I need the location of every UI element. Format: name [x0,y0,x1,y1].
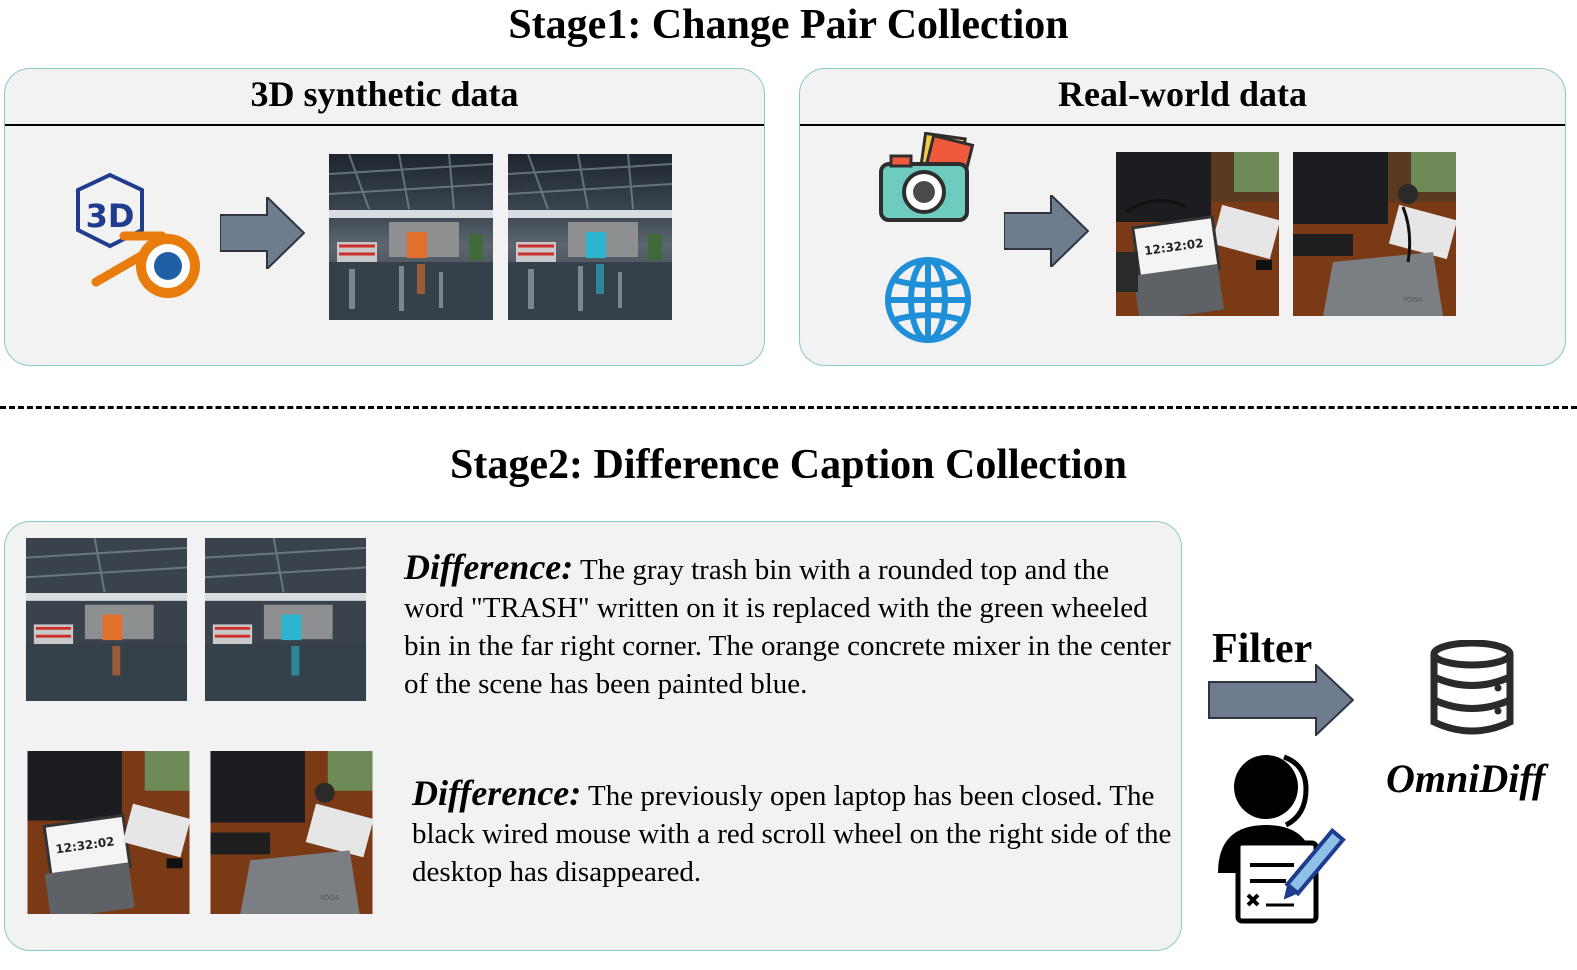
blender-3d-icon: 3D [66,170,206,305]
camera-photos-icon [877,132,977,224]
filter-label: Filter [1212,626,1313,672]
difference-label: Difference: [412,773,582,813]
difference-text: The gray trash bin with a rounded top an… [404,554,1171,700]
desk-after-image: YOGA [1293,152,1456,316]
laptop-brand-text: YOGA [319,894,340,902]
warehouse-before-image [25,538,188,701]
difference-caption-1: Difference: The gray trash bin with a ro… [404,548,1174,703]
human-reviewer-icon [1214,745,1349,925]
database-icon [1428,640,1516,736]
desk-before-image: 12:32:02 [1116,152,1279,316]
stage2-title: Stage2: Difference Caption Collection [450,442,1127,488]
stage-divider [0,406,1577,409]
warehouse-after-image [204,538,367,701]
omnidiff-label: OmniDiff [1386,756,1546,801]
blender-3d-badge-text: 3D [86,197,135,235]
difference-label: Difference: [404,547,574,587]
arrow-right-icon [1003,192,1090,272]
caption-panel [4,521,1182,951]
globe-icon [882,254,974,346]
warehouse-before-image [329,154,493,320]
real-world-data-header: Real-world data [800,69,1565,126]
filter-arrow-icon [1208,662,1355,741]
desk-before-image: 12:32:02 [27,751,190,914]
synthetic-data-header: 3D synthetic data [5,69,764,126]
arrow-right-icon [219,194,306,274]
difference-text: The previously open laptop has been clos… [412,780,1172,888]
warehouse-after-image [508,154,672,320]
difference-caption-2: Difference: The previously open laptop h… [412,774,1172,891]
desk-after-image: YOGA [210,751,373,914]
laptop-brand-text: YOGA [1402,296,1423,304]
stage1-title: Stage1: Change Pair Collection [508,2,1069,48]
